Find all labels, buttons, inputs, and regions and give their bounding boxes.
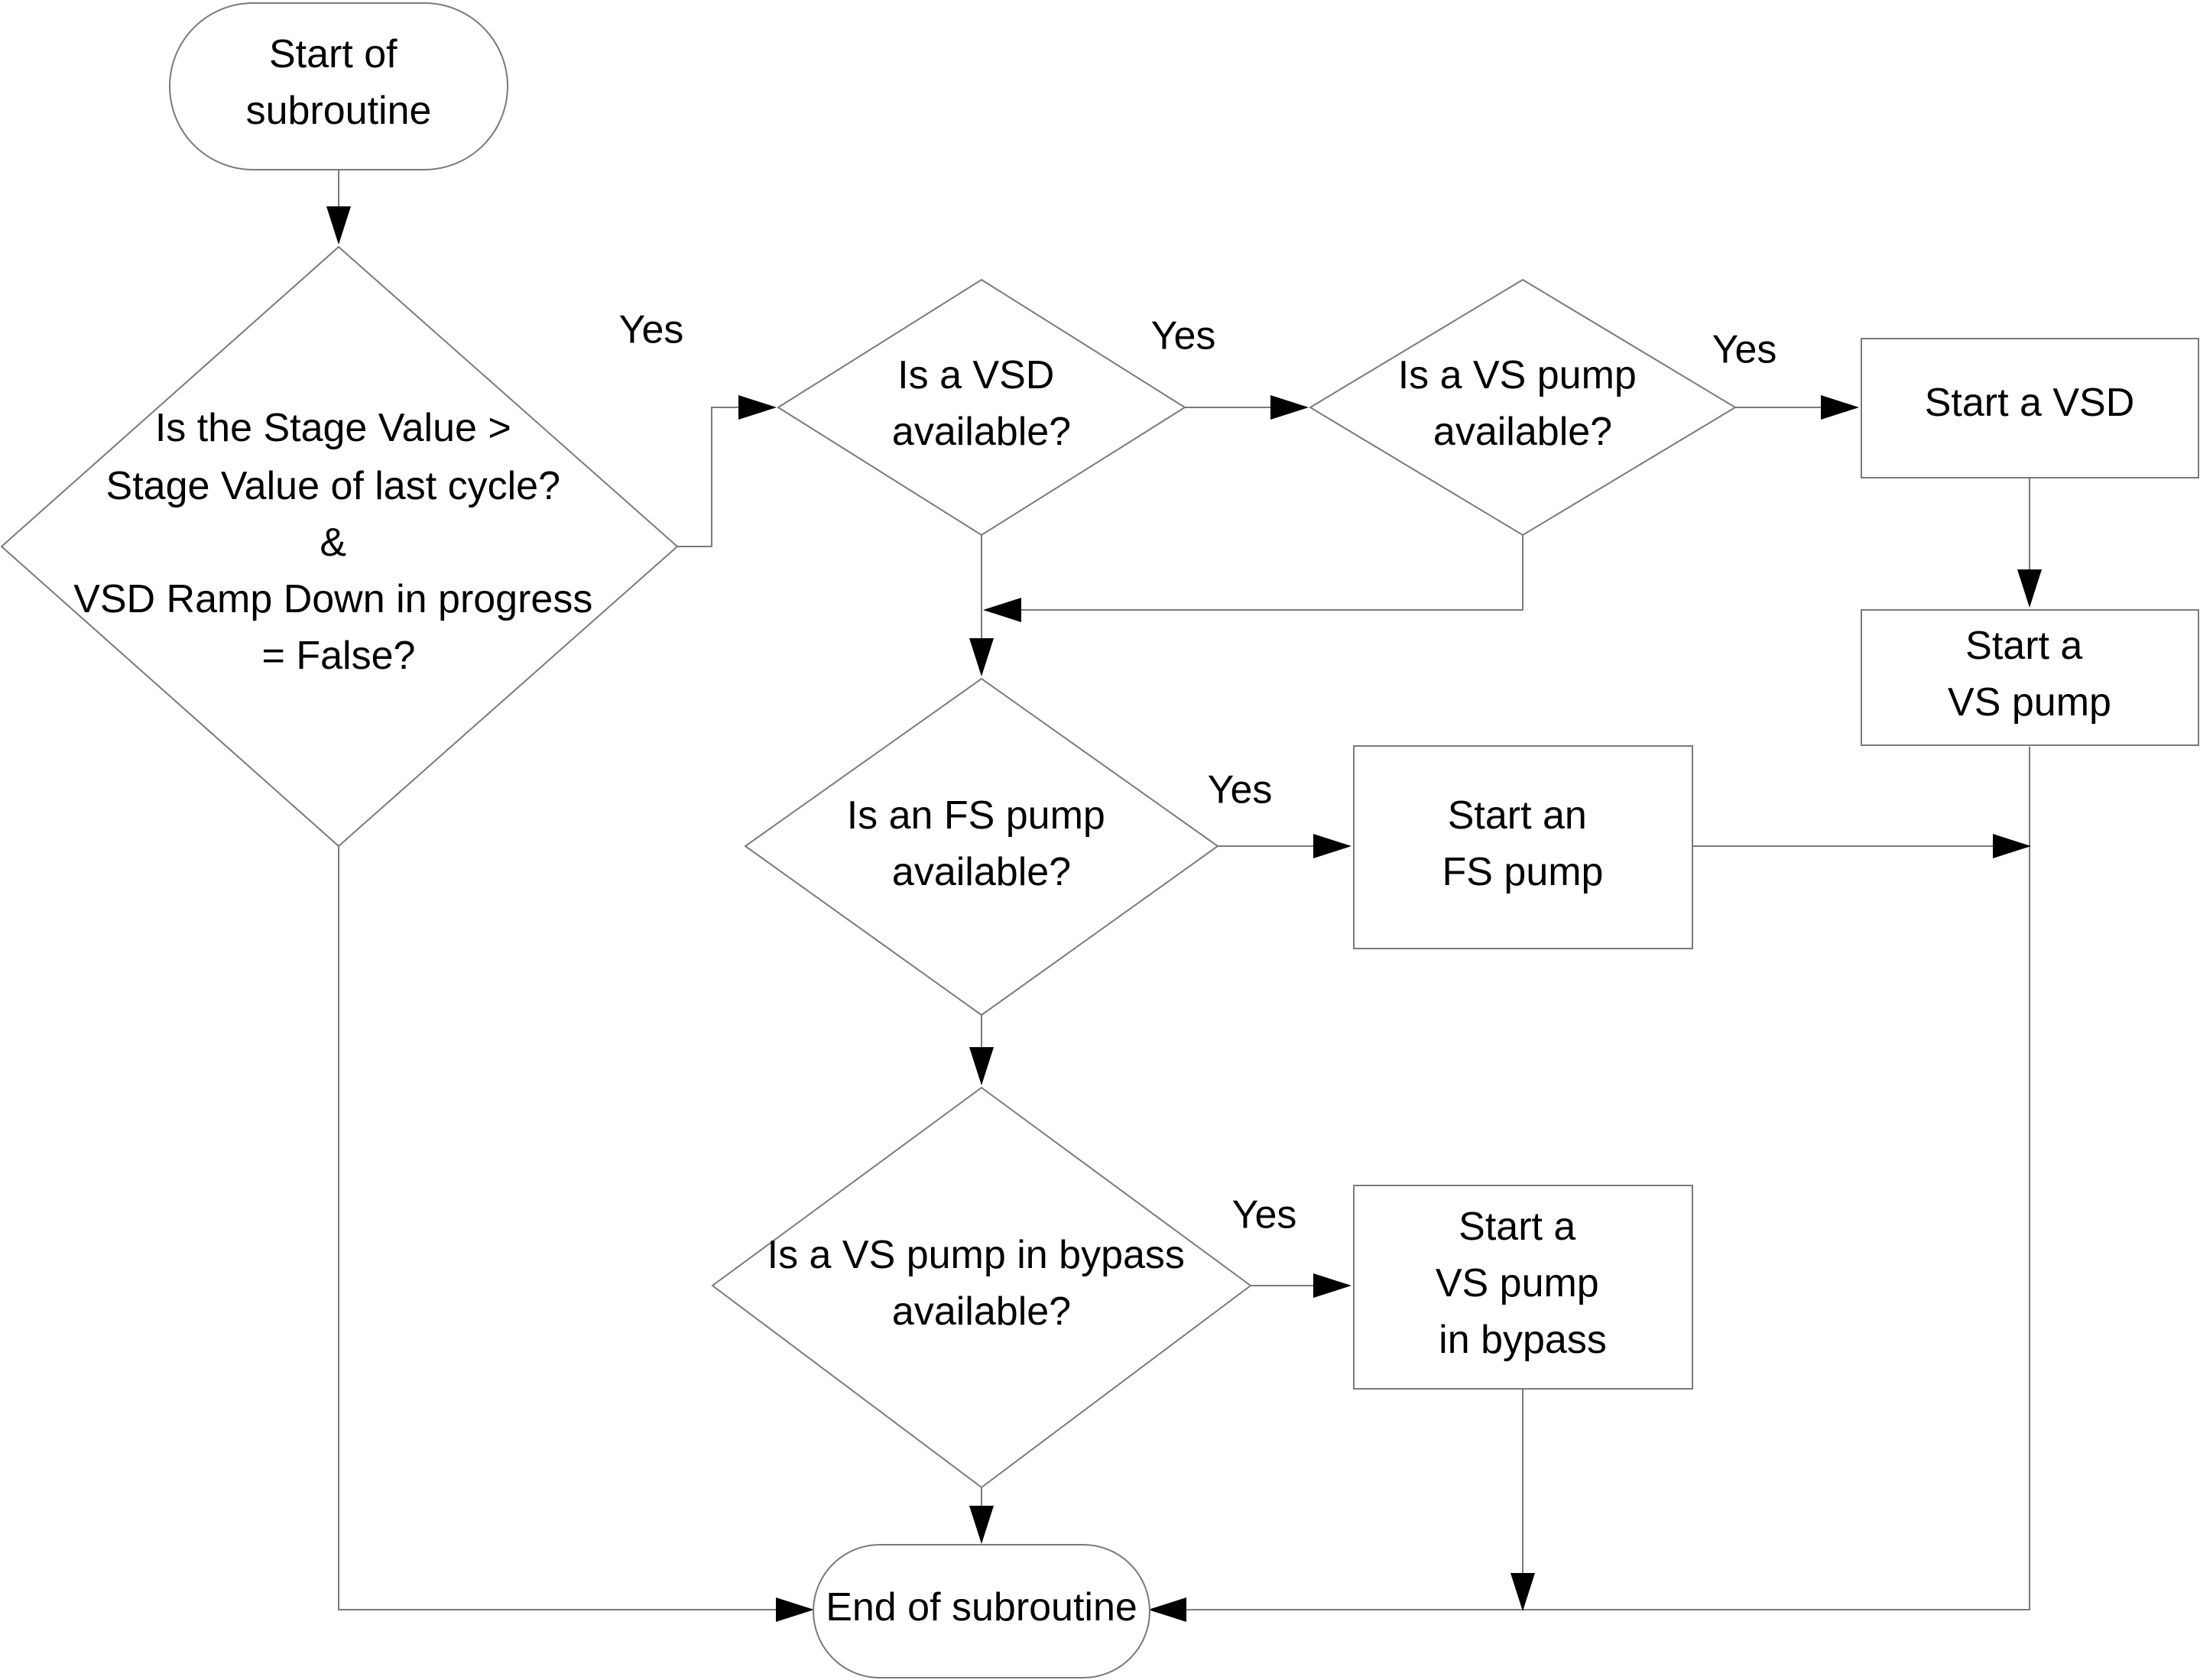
arrowhead-right [1313,834,1351,858]
node-label: Is a VS pump in bypass available? [767,1233,1196,1334]
arrowhead-left [1148,1597,1186,1622]
edge-label-yes: Yes [619,308,684,352]
process-start-vsd: Start a VSD [1861,338,2199,478]
node-label: Start a VS pump in bypass [1436,1205,1610,1362]
arrowhead-down [969,638,994,676]
node-label: Start of subroutine [246,32,432,133]
decision-stage-value: Is the Stage Value > Stage Value of last… [0,245,679,848]
node-label: Is a VSD available? [892,353,1071,454]
node-label: Start a VS pump [1948,624,2111,725]
edge-label-yes: Yes [1151,314,1216,358]
arrowhead-right [1993,834,2031,858]
decision-fs-pump-available: Is an FS pump available? [744,677,1219,1017]
node-label: Is a VS pump available? [1398,353,1648,454]
node-label: Start a VSD [1925,381,2135,425]
decision-vsd-available: Is a VSD available? [777,278,1186,537]
decision-vs-pump-available: Is a VS pump available? [1309,278,1737,537]
edge-stage-yes-to-vsd [677,407,757,547]
edge-label-yes: Yes [1232,1193,1297,1237]
arrowhead-right [776,1597,814,1622]
edge-labels: Yes Yes Yes Yes Yes [619,308,1777,1237]
process-start-vs-pump-bypass: Start a VS pump in bypass [1353,1185,1693,1390]
edge-vspump-no-merge [1013,535,1523,611]
arrowhead-down [326,206,351,245]
arrowhead-down [969,1047,994,1085]
node-label: Is the Stage Value > Stage Value of last… [73,406,604,678]
connectors [338,168,2030,1610]
edge-label-yes: Yes [1208,768,1273,812]
arrowhead-right [1313,1273,1351,1298]
decision-vs-pump-bypass-available: Is a VS pump in bypass available? [711,1086,1252,1489]
start-terminator: Start of subroutine [169,2,508,170]
arrowhead-right [738,395,777,420]
edge-label-yes: Yes [1712,328,1777,372]
node-label: Start an FS pump [1442,793,1604,894]
arrowhead-left [983,598,1021,622]
node-label: End of subroutine [826,1585,1137,1630]
arrowhead-right [1821,395,1859,420]
process-start-vs-pump: Start a VS pump [1861,609,2199,746]
arrowhead-right [1270,395,1309,420]
arrowhead-down [1510,1573,1535,1611]
node-label: Is an FS pump available? [847,793,1117,894]
edge-startvspump-to-end [1186,747,2030,1610]
edge-stage-no-to-end [338,846,776,1610]
process-start-fs-pump: Start an FS pump [1353,745,1693,949]
arrowhead-down [2017,569,2042,608]
arrowhead-down [969,1506,994,1544]
end-terminator: End of subroutine [813,1544,1150,1678]
arrowheads [326,206,2042,1622]
